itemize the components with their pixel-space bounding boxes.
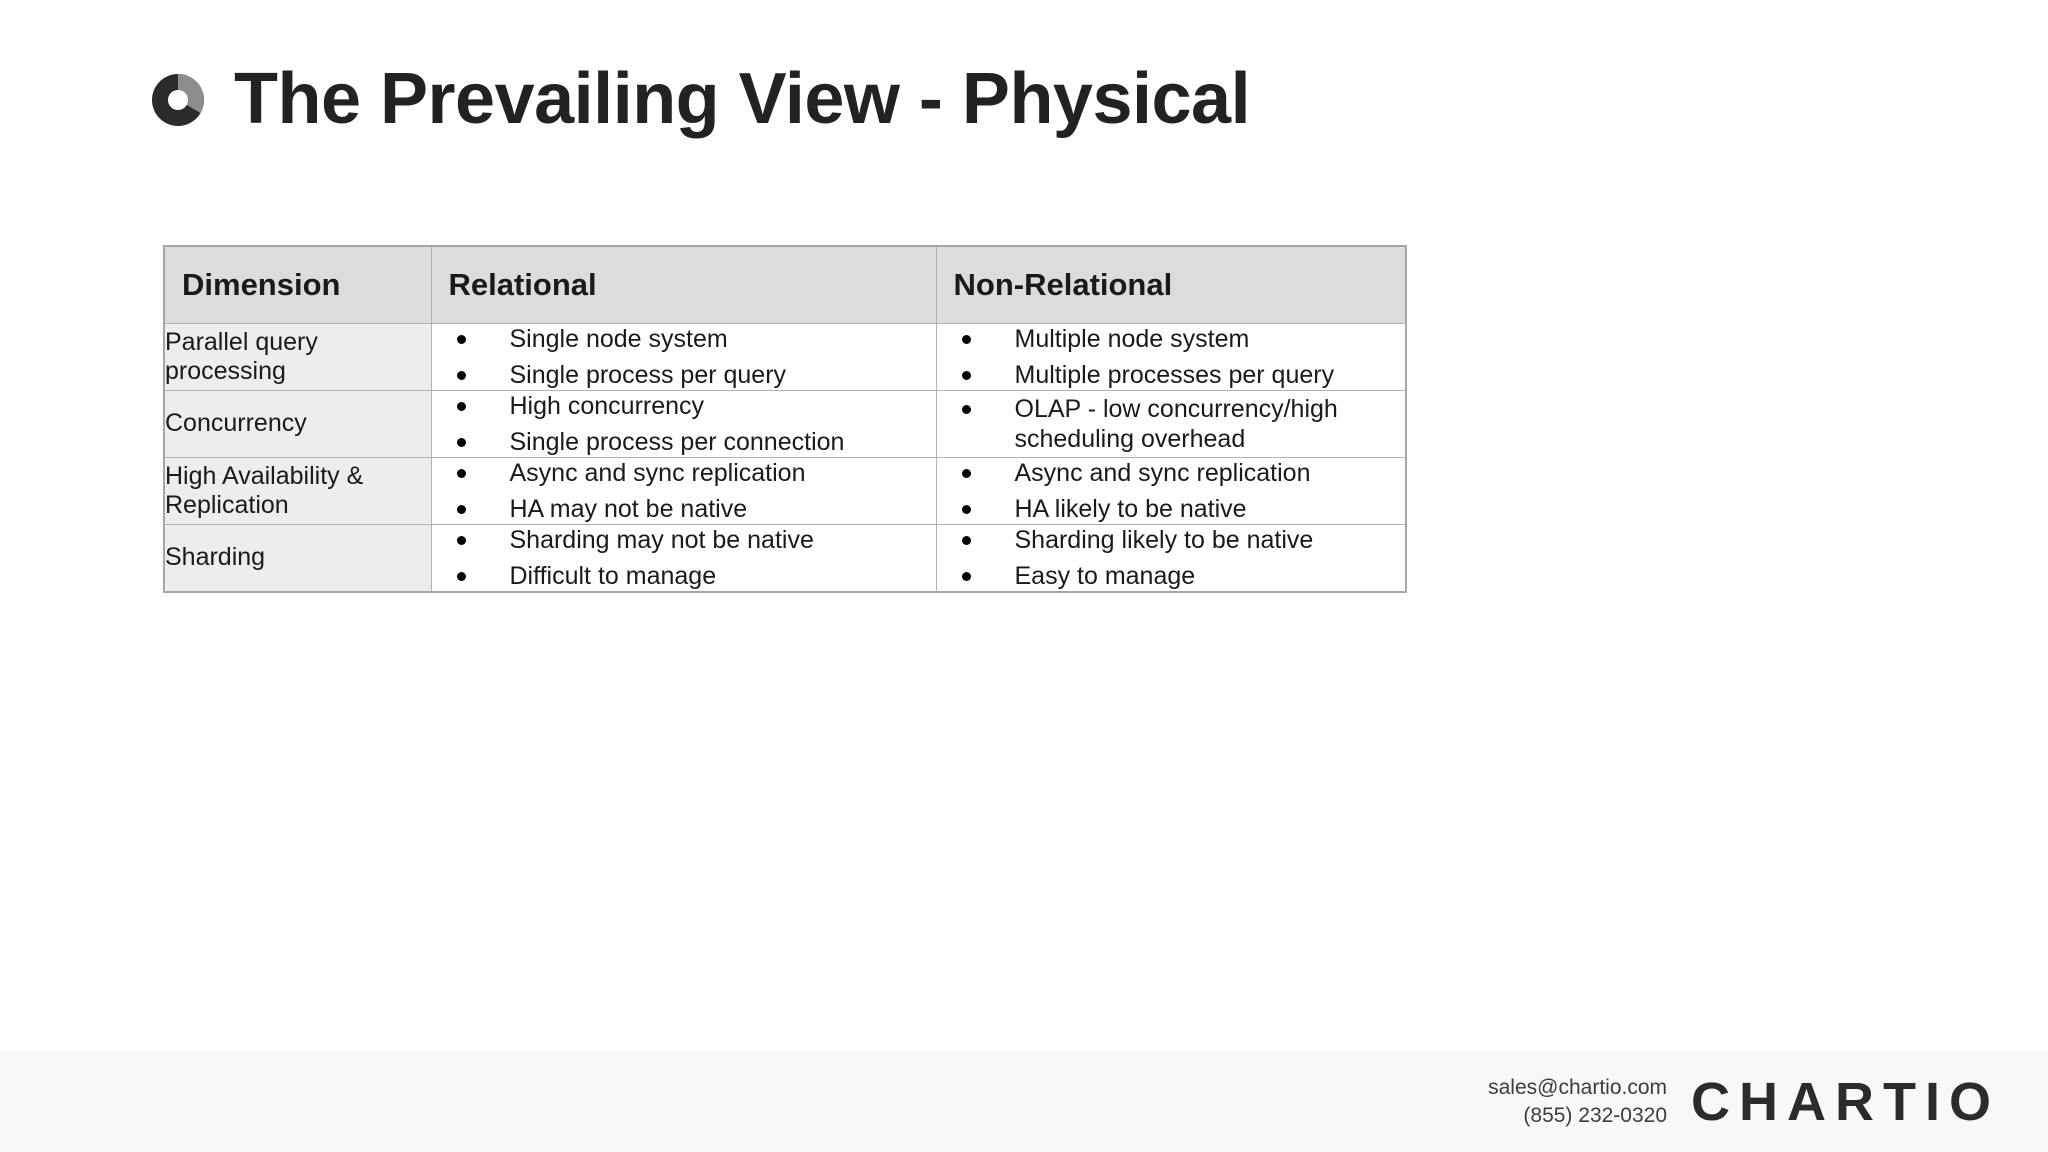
- slide-footer: sales@chartio.com (855) 232-0320 CHARTIO: [0, 1051, 2048, 1152]
- bullet-list: OLAP - low concurrency/high scheduling o…: [937, 394, 1406, 454]
- dimension-cell: High Availability & Replication: [163, 457, 432, 525]
- bullet-dot-icon: [961, 335, 971, 344]
- contact-block: sales@chartio.com (855) 232-0320: [1488, 1074, 1667, 1129]
- list-item-label: Single process per query: [509, 361, 787, 389]
- bullet-dot-icon: [456, 371, 466, 380]
- list-item: HA may not be native: [432, 494, 936, 524]
- list-item-label: Async and sync replication: [1014, 459, 1311, 487]
- list-item: Easy to manage: [937, 561, 1406, 591]
- list-item-label: OLAP - low concurrency/high scheduling o…: [1014, 395, 1338, 453]
- non-relational-cell: Sharding likely to be native Easy to man…: [935, 524, 1407, 593]
- bullet-dot-icon: [456, 572, 466, 581]
- table-body: Parallel query processing Single node sy…: [163, 323, 1407, 593]
- dimension-cell: Concurrency: [163, 390, 432, 458]
- column-header-dimension: Dimension: [163, 245, 432, 324]
- list-item-label: Sharding likely to be native: [1014, 526, 1314, 554]
- list-item-label: HA likely to be native: [1014, 495, 1247, 523]
- list-item-label: Single node system: [509, 325, 728, 353]
- list-item-label: HA may not be native: [509, 495, 748, 523]
- chartio-wordmark: CHARTIO: [1691, 1071, 2000, 1132]
- column-header-relational: Relational: [430, 245, 937, 324]
- bullet-dot-icon: [456, 335, 466, 344]
- list-item-label: Sharding may not be native: [509, 526, 814, 554]
- table-row: High Availability & Replication Async an…: [163, 457, 1407, 525]
- bullet-dot-icon: [961, 371, 971, 380]
- column-header-non-relational: Non-Relational: [935, 245, 1407, 324]
- relational-cell: Sharding may not be native Difficult to …: [430, 524, 937, 593]
- list-item: Single process per query: [432, 360, 936, 390]
- bullet-dot-icon: [456, 469, 466, 478]
- bullet-list: Multiple node system Multiple processes …: [937, 324, 1406, 390]
- list-item: Sharding likely to be native: [937, 525, 1406, 555]
- non-relational-cell: Multiple node system Multiple processes …: [935, 323, 1407, 391]
- list-item-label: Single process per connection: [509, 428, 845, 456]
- bullet-dot-icon: [456, 402, 466, 411]
- bullet-list: Async and sync replication HA likely to …: [937, 458, 1406, 524]
- list-item-label: Difficult to manage: [509, 562, 717, 590]
- table-header-row: Dimension Relational Non-Relational: [163, 245, 1407, 324]
- table-header: Dimension Relational Non-Relational: [163, 245, 1407, 324]
- list-item: Sharding may not be native: [432, 525, 936, 555]
- bullet-list: Sharding likely to be native Easy to man…: [937, 525, 1406, 591]
- bullet-dot-icon: [961, 505, 971, 514]
- bullet-list: High concurrency Single process per conn…: [432, 391, 936, 457]
- list-item-label: High concurrency: [509, 392, 705, 420]
- non-relational-cell: Async and sync replication HA likely to …: [935, 457, 1407, 525]
- list-item: Async and sync replication: [937, 458, 1406, 488]
- relational-cell: Single node system Single process per qu…: [430, 323, 937, 391]
- list-item: High concurrency: [432, 391, 936, 421]
- relational-cell: High concurrency Single process per conn…: [430, 390, 937, 458]
- list-item: Difficult to manage: [432, 561, 936, 591]
- table-row: Sharding Sharding may not be native Diff…: [163, 524, 1407, 593]
- list-item: OLAP - low concurrency/high scheduling o…: [937, 394, 1406, 454]
- dimension-cell: Sharding: [163, 524, 432, 593]
- list-item: Single process per connection: [432, 427, 936, 457]
- page-title: The Prevailing View - Physical: [234, 59, 1251, 139]
- list-item: HA likely to be native: [937, 494, 1406, 524]
- list-item: Async and sync replication: [432, 458, 936, 488]
- bullet-list: Sharding may not be native Difficult to …: [432, 525, 936, 591]
- list-item: Multiple processes per query: [937, 360, 1406, 390]
- bullet-list: Async and sync replication HA may not be…: [432, 458, 936, 524]
- list-item: Multiple node system: [937, 324, 1406, 354]
- bullet-list: Single node system Single process per qu…: [432, 324, 936, 390]
- bullet-dot-icon: [961, 469, 971, 478]
- table-row: Concurrency High concurrency Single proc…: [163, 390, 1407, 458]
- bullet-dot-icon: [961, 536, 971, 545]
- contact-email[interactable]: sales@chartio.com: [1488, 1075, 1668, 1099]
- table-row: Parallel query processing Single node sy…: [163, 323, 1407, 391]
- list-item-label: Easy to manage: [1014, 562, 1196, 590]
- list-item: Single node system: [432, 324, 936, 354]
- list-item-label: Async and sync replication: [509, 459, 806, 487]
- donut-chart-logo-icon: [148, 70, 208, 130]
- bullet-dot-icon: [961, 572, 971, 581]
- bullet-dot-icon: [456, 505, 466, 514]
- list-item-label: Multiple node system: [1014, 325, 1250, 353]
- list-item-label: Multiple processes per query: [1014, 361, 1335, 389]
- comparison-table: Dimension Relational Non-Relational Para…: [163, 245, 1407, 593]
- dimension-cell: Parallel query processing: [163, 323, 432, 391]
- bullet-dot-icon: [456, 438, 466, 447]
- contact-phone: (855) 232-0320: [1523, 1103, 1668, 1127]
- slide-header: The Prevailing View - Physical: [148, 59, 1251, 139]
- relational-cell: Async and sync replication HA may not be…: [430, 457, 937, 525]
- bullet-dot-icon: [961, 405, 971, 414]
- non-relational-cell: OLAP - low concurrency/high scheduling o…: [935, 390, 1407, 458]
- bullet-dot-icon: [456, 536, 466, 545]
